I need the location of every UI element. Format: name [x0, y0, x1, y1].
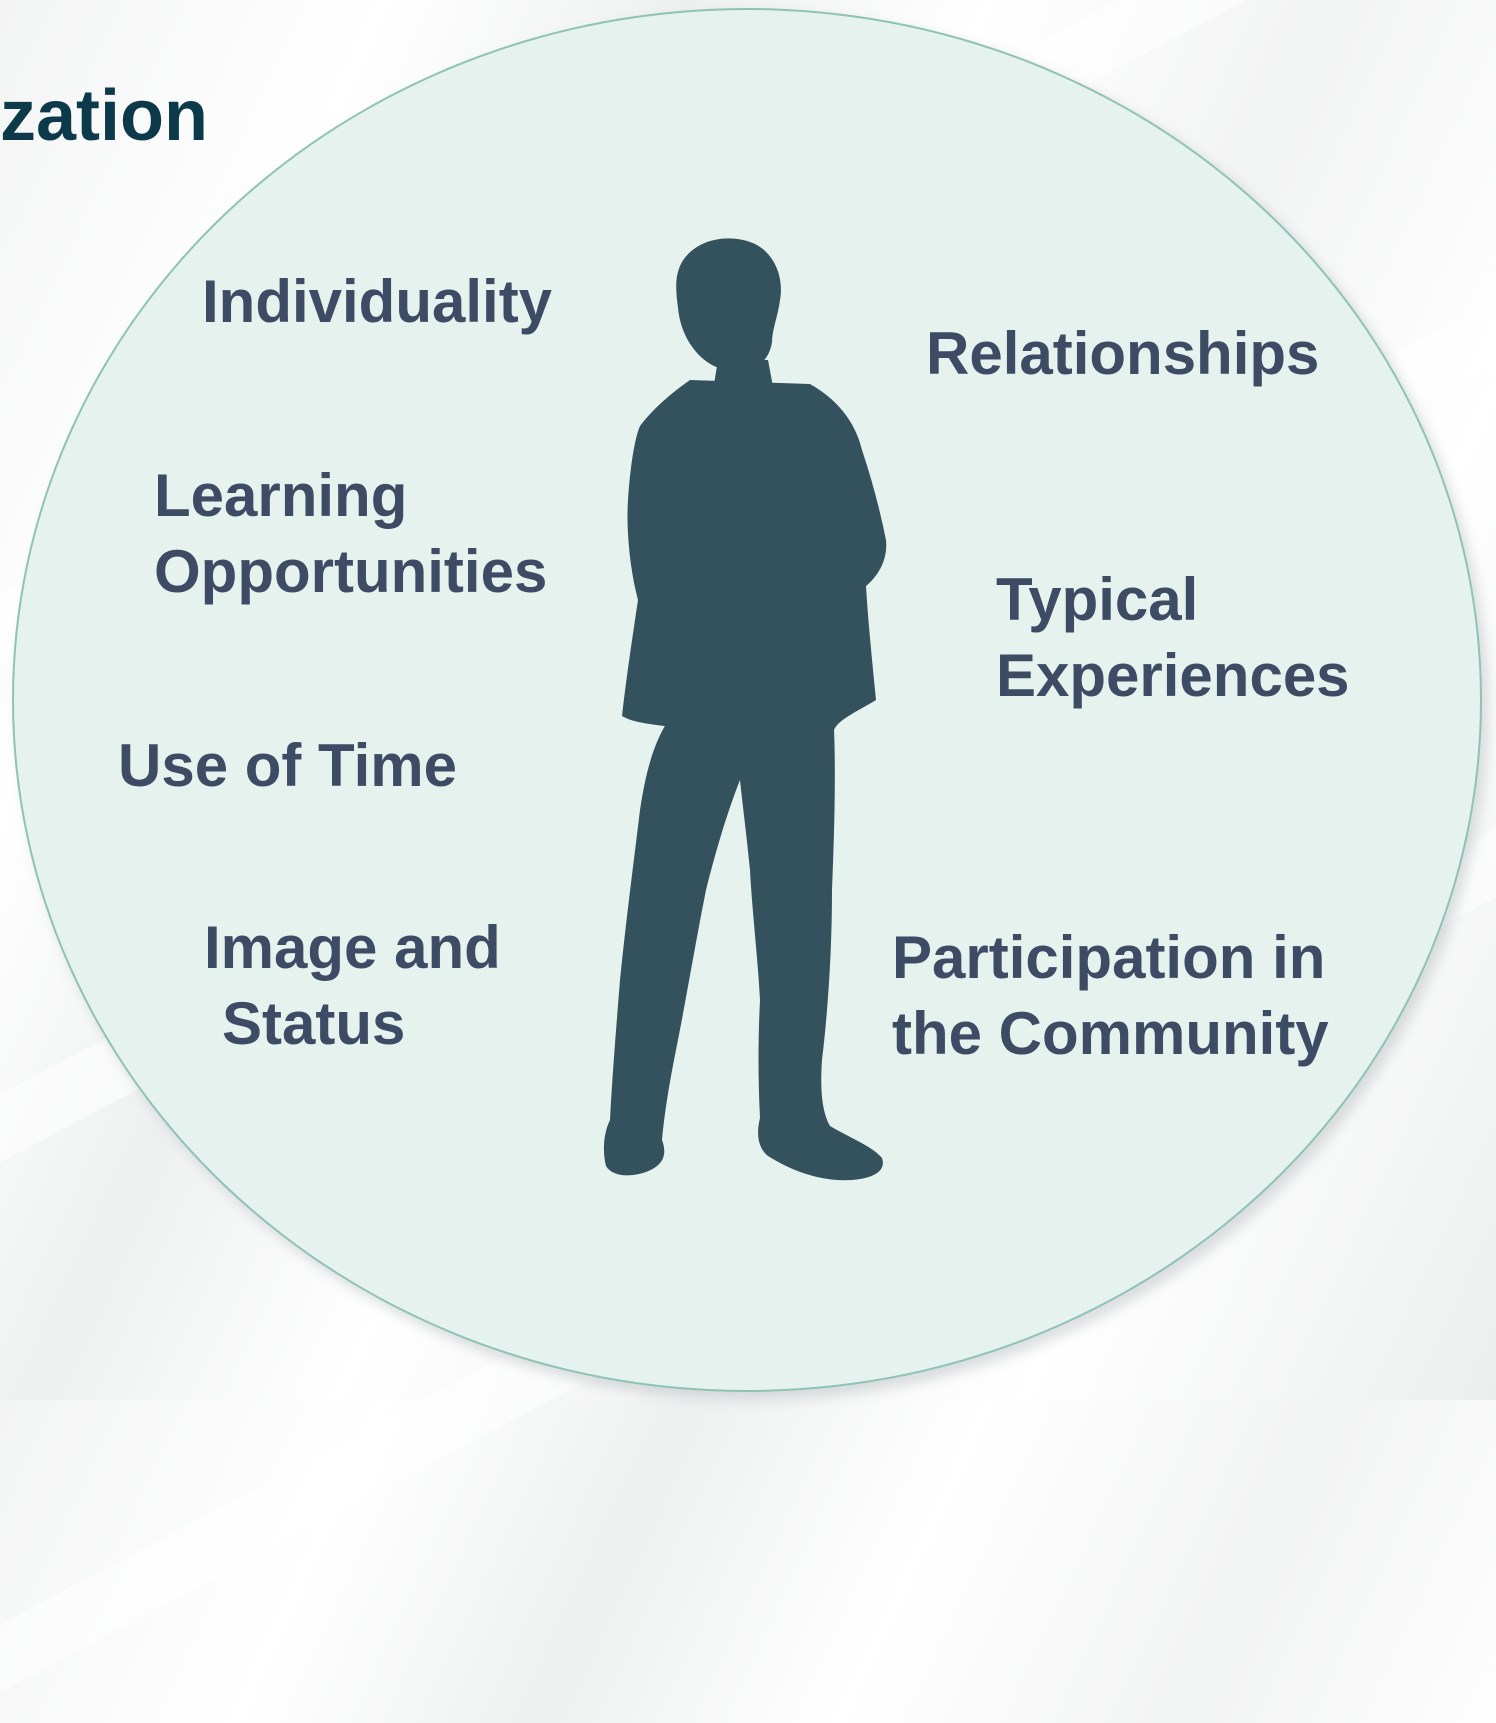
label-learning-opportunities: Learning Opportunities: [154, 458, 547, 610]
person-silhouette-icon: [603, 238, 887, 1181]
label-use-of-time: Use of Time: [118, 732, 457, 799]
slide-title: zation: [0, 76, 208, 156]
label-image-and-status: Image and Status: [204, 910, 501, 1062]
label-participation-line1: Participation in: [892, 924, 1326, 991]
label-learning-line2: Opportunities: [154, 538, 548, 605]
label-learning-line1: Learning: [154, 462, 408, 529]
label-image-line2: Status: [222, 990, 406, 1057]
label-typical-experiences: Typical Experiences: [996, 562, 1350, 714]
label-typical-line1: Typical: [996, 566, 1199, 633]
label-relationships: Relationships: [926, 320, 1320, 387]
label-individuality: Individuality: [202, 268, 553, 335]
label-typical-line2: Experiences: [996, 642, 1350, 709]
label-image-line1: Image and: [204, 914, 501, 981]
label-participation-line2: the Community: [892, 1000, 1329, 1067]
label-participation-in-community: Participation in the Community: [892, 920, 1329, 1072]
